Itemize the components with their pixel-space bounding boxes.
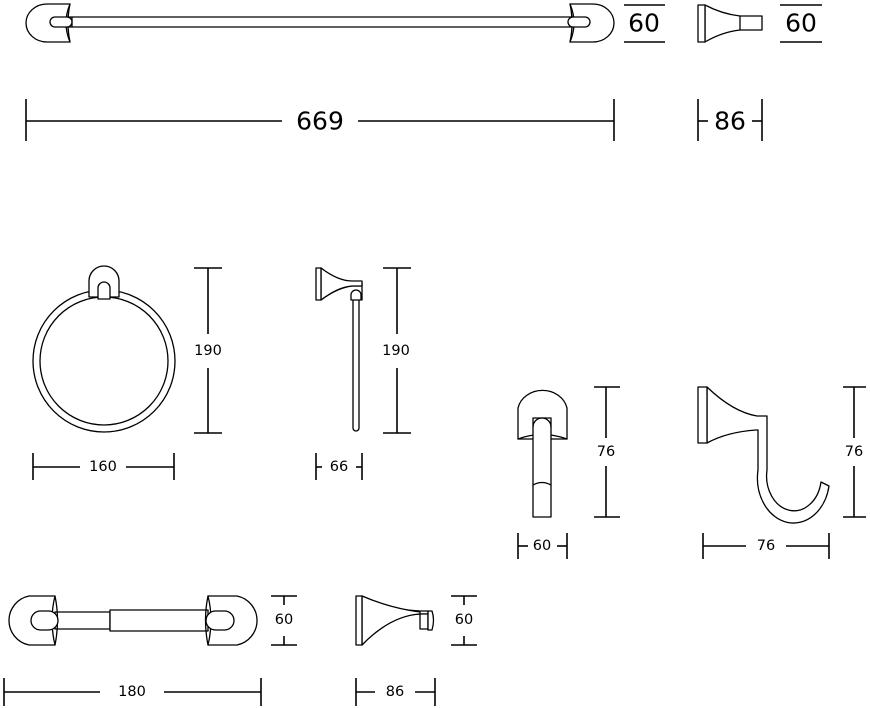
dim-label-hook-side-height: 76 <box>845 444 863 460</box>
dim-towel-bar-length: 669 <box>25 99 615 141</box>
dim-hook-side-depth: 76 <box>702 533 830 559</box>
dim-label-ring-height: 190 <box>194 343 222 359</box>
dim-hook-side-height: 76 <box>843 386 866 518</box>
towel-ring-side-view <box>315 267 363 432</box>
robe-hook-side-view <box>697 386 830 524</box>
dim-label-towel-bar-depth: 86 <box>714 107 746 136</box>
dim-holder-side-height: 60 <box>451 595 477 646</box>
dim-label-hook-side-depth: 76 <box>757 538 775 554</box>
towel-ring-front-view <box>32 265 176 433</box>
dim-ring-width: 160 <box>32 453 175 480</box>
paper-holder-side-view <box>355 595 435 646</box>
dim-label-holder-height: 60 <box>275 612 293 628</box>
dim-towel-bar-depth: 86 <box>697 99 763 141</box>
towel-bar-front-view <box>25 3 615 43</box>
dim-label-holder-side-height: 60 <box>455 612 473 628</box>
dim-label-hook-front-height: 76 <box>597 444 615 460</box>
dim-label-towel-bar-side-height: 60 <box>785 9 817 38</box>
dim-holder-height: 60 <box>271 595 297 646</box>
dim-ring-side-depth: 66 <box>315 453 363 480</box>
dim-towel-bar-height: 60 <box>624 4 665 43</box>
dim-holder-width: 180 <box>3 678 262 706</box>
dim-hook-front-height: 76 <box>594 386 620 518</box>
dim-holder-side-depth: 86 <box>355 678 436 706</box>
dim-label-holder-width: 180 <box>118 684 146 700</box>
dim-label-ring-side-depth: 66 <box>330 459 348 475</box>
dim-towel-bar-side-height: 60 <box>780 4 822 43</box>
robe-hook-front-view <box>517 389 568 518</box>
dim-ring-height: 190 <box>194 267 222 434</box>
dim-hook-front-width: 60 <box>517 533 568 559</box>
dim-label-ring-width: 160 <box>89 459 117 475</box>
dim-label-ring-side-height: 190 <box>382 343 410 359</box>
dim-label-towel-bar-height: 60 <box>628 9 660 38</box>
dim-label-holder-side-depth: 86 <box>386 684 404 700</box>
dim-label-hook-front-width: 60 <box>533 538 551 554</box>
towel-bar-side-view <box>697 4 763 43</box>
dim-label-towel-bar-length: 669 <box>296 107 344 136</box>
paper-holder-front-view <box>8 595 258 646</box>
dim-ring-side-height: 190 <box>382 267 411 434</box>
